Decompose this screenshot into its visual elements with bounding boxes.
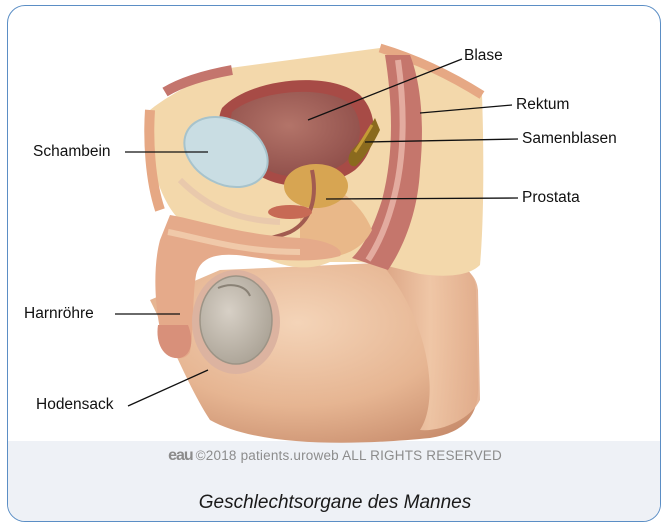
label-blase: Blase [464,47,503,65]
copyright-line: eau©2018 patients.uroweb ALL RIGHTS RESE… [0,447,670,465]
label-harnroehre: Harnröhre [24,305,94,323]
copyright-text: ©2018 patients.uroweb ALL RIGHTS RESERVE… [196,448,502,463]
label-schambein: Schambein [33,143,111,161]
label-samenblasen: Samenblasen [522,130,617,148]
prostate [284,164,348,208]
label-rektum: Rektum [516,96,569,114]
label-prostata: Prostata [522,189,580,207]
testis [200,276,272,364]
eau-logo: eau [168,447,193,464]
figure-caption: Geschlechtsorgane des Mannes [0,492,670,514]
label-hodensack: Hodensack [36,396,114,414]
